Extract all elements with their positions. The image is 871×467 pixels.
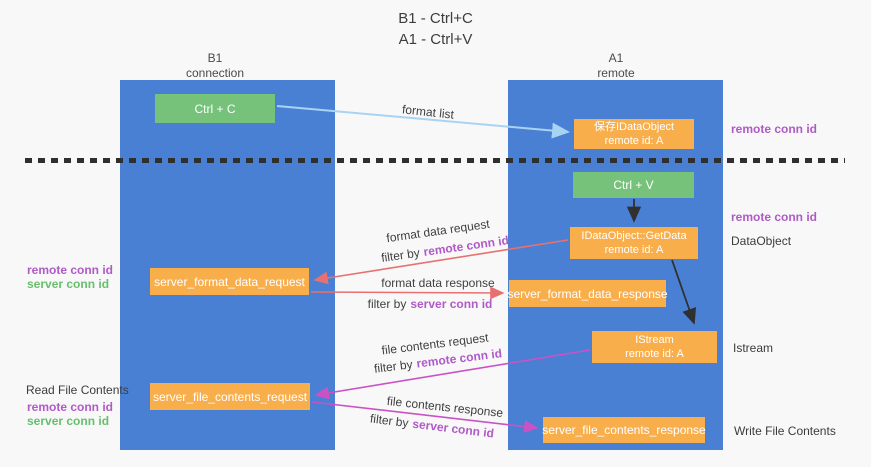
- phase-divider-dashed-line: [25, 158, 845, 163]
- server-conn-id-text: server conn id: [411, 416, 495, 441]
- lane-a1-role: remote: [597, 66, 635, 80]
- server-file-contents-request-box: server_file_contents_request: [150, 383, 310, 410]
- format-data-response-label: format data response: [381, 276, 495, 290]
- istream-line1: IStream: [635, 334, 674, 346]
- server-format-data-request-label: server_format_data_request: [154, 274, 305, 289]
- server-file-contents-response-label: server_file_contents_response: [542, 423, 706, 437]
- server-file-contents-response-box: server_file_contents_response: [542, 417, 706, 443]
- lane-b1-role: connection: [185, 66, 245, 80]
- server-format-data-response-box: server_format_data_response: [507, 280, 668, 307]
- server-conn-id-text: server conn id: [410, 297, 493, 311]
- filter-by-text: filter by: [367, 297, 407, 311]
- filter-by-text: filter by: [380, 245, 421, 265]
- ctrl-v-box: Ctrl + V: [573, 172, 694, 198]
- right-remote-conn-id-label-2: remote conn id: [731, 210, 818, 224]
- save-dataobject-box: 保存IDataObject remote id: A: [574, 119, 694, 149]
- ctrl-c-label: Ctrl + C: [194, 101, 236, 116]
- ctrl-v-label: Ctrl + V: [613, 178, 654, 192]
- format-data-response-arrow: [310, 286, 505, 300]
- diagram-title: B1 - Ctrl+C A1 - Ctrl+V: [0, 8, 871, 50]
- save-dataobject-line2: remote id: A: [604, 135, 664, 147]
- lane-header-b1: B1 connection: [135, 51, 295, 81]
- server-format-data-response-label: server_format_data_response: [507, 286, 668, 301]
- save-dataobject-line1: 保存IDataObject: [593, 121, 675, 133]
- lane-b1-name: B1: [207, 51, 223, 65]
- istream-line2: remote id: A: [625, 348, 684, 360]
- left-server-conn-id-label-1: server conn id: [27, 277, 110, 291]
- lane-a1-name: A1: [608, 51, 624, 65]
- read-file-contents-label: Read File Contents: [26, 383, 129, 397]
- write-file-contents-label: Write File Contents: [734, 424, 836, 438]
- right-remote-conn-id-label-1: remote conn id: [731, 122, 818, 136]
- istream-side-label: Istream: [733, 341, 774, 355]
- idataobject-getdata-line2: remote id: A: [604, 244, 664, 256]
- ctrl-c-box: Ctrl + C: [155, 94, 275, 123]
- server-format-data-request-box: server_format_data_request: [150, 268, 309, 295]
- left-server-conn-id-label-2: server conn id: [27, 414, 110, 428]
- left-remote-conn-id-label-1: remote conn id: [27, 263, 114, 277]
- idataobject-getdata-line1: IDataObject::GetData: [581, 230, 687, 242]
- lane-header-a1: A1 remote: [536, 51, 696, 81]
- title-line-1: B1 - Ctrl+C: [398, 10, 473, 27]
- filter-by-text: filter by: [373, 357, 414, 376]
- server-file-contents-request-label: server_file_contents_request: [152, 389, 308, 404]
- left-remote-conn-id-label-2: remote conn id: [27, 400, 114, 414]
- filter-by-text: filter by: [369, 411, 410, 431]
- format-list-label: format list: [401, 102, 455, 122]
- dataobject-label: DataObject: [731, 234, 792, 248]
- idataobject-getdata-box: IDataObject::GetData remote id: A: [570, 227, 698, 259]
- istream-box: IStream remote id: A: [592, 331, 717, 363]
- title-line-2: A1 - Ctrl+V: [398, 31, 473, 48]
